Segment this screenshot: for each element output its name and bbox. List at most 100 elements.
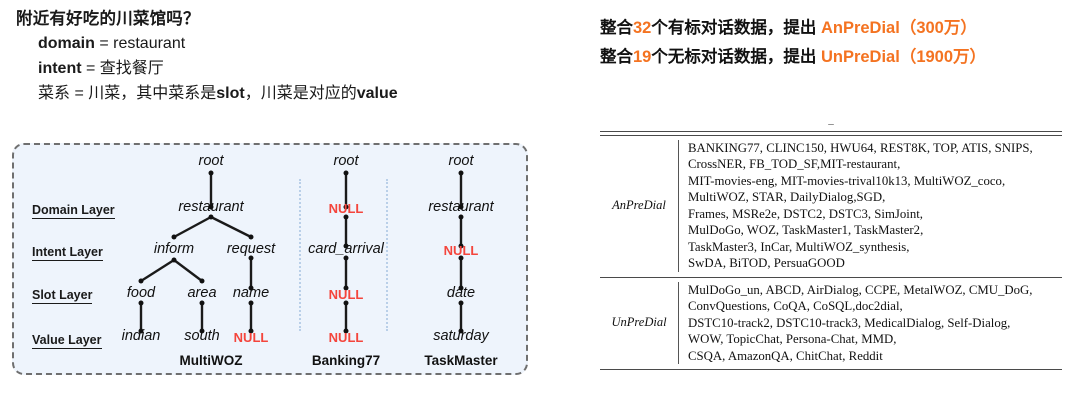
tree-node-dot — [199, 328, 205, 334]
layer-label-intent: Intent Layer — [32, 245, 103, 261]
dataset-caption-multiwoz: MultiWOZ — [179, 353, 243, 368]
headline-1-size: 300万 — [916, 19, 961, 37]
tree-node-root-multiwoz: root — [198, 153, 224, 169]
headline-2-count: 19 — [633, 47, 652, 66]
layer-label-slot: Slot Layer — [32, 288, 93, 304]
headline-1-paren-close: ） — [960, 19, 977, 37]
tree-node-dot — [343, 328, 349, 334]
tree-node-slot-name: name — [232, 285, 270, 301]
tree-node-dot — [248, 234, 254, 240]
tree-node-dot — [343, 204, 349, 210]
tree-node-dot — [138, 300, 144, 306]
tree-node-dot — [458, 214, 464, 220]
tree-node-dot — [199, 300, 205, 306]
tree-node-dot — [458, 328, 464, 334]
example-domain-line: domain = restaurant — [38, 32, 546, 57]
table-top-dash: – — [828, 118, 834, 130]
example-slot-text-pre: 菜系 = 川菜，其中菜系是 — [38, 84, 217, 102]
tree-separator-2 — [386, 179, 388, 331]
tree-node-dot — [458, 300, 464, 306]
table-row-label-unpredial: UnPreDial — [611, 315, 667, 330]
tree-node-value-null-banking77: NULL — [328, 330, 364, 345]
example-slot-keyword: slot — [216, 84, 245, 102]
tree-node-value-saturday: saturday — [433, 328, 489, 344]
layer-label-domain: Domain Layer — [32, 203, 115, 219]
example-intent-key: intent — [38, 59, 82, 77]
tree-node-dot — [343, 300, 349, 306]
layer-label-value: Value Layer — [32, 333, 102, 349]
tree-node-dot — [208, 214, 214, 220]
dataset-line: CrossNER, FB_TOD_SF,MIT-restaurant, — [688, 157, 901, 171]
tree-node-slot-food: food — [126, 285, 156, 301]
tree-node-dot — [248, 300, 254, 306]
tree-node-intent-request: request — [226, 241, 276, 257]
tree-node-dot — [208, 170, 214, 176]
headline-1-name: AnPreDial — [820, 19, 900, 37]
example-value-keyword: value — [356, 84, 398, 102]
dataset-line: Frames, MSRe2e, DSTC2, DSTC3, SimJoint, — [688, 206, 923, 221]
table-rule-bottom — [600, 369, 1062, 370]
table-row-label-anpredial: AnPreDial — [612, 198, 666, 212]
example-annotation-block: 附近有好吃的川菜馆吗？ domain = restaurant intent =… — [16, 8, 546, 106]
tree-node-slot-null-banking77: NULL — [328, 287, 364, 302]
example-intent-value: = 查找餐厅 — [81, 59, 164, 77]
tree-node-dot — [248, 328, 254, 334]
headline-2-paren-open: （ — [899, 47, 917, 66]
example-slot-text-mid: ，川菜是对应的 — [244, 84, 357, 102]
table-row-cells-unpredial: MulDoGo_un, ABCD, AirDialog, CCPE, Metal… — [678, 281, 1062, 364]
tree-node-dot — [458, 285, 464, 291]
dataset-line: BANKING77, CLINC150, HWU64, REST8K, TOP,… — [688, 140, 1033, 155]
headline-1-prefix: 整合 — [600, 19, 633, 37]
right-panel: 整合32个有标对话数据，提出 AnPreDial（300万） 整合19个无标对话… — [560, 0, 1080, 405]
dataset-line: MulDoGo, WOZ, TaskMaster1, TaskMaster2, — [688, 223, 924, 237]
tree-node-dot — [343, 255, 349, 261]
tree-node-dot — [458, 243, 464, 249]
left-panel: 附近有好吃的川菜馆吗？ domain = restaurant intent =… — [12, 8, 546, 375]
dataset-line: ConvQuestions, CoQA, CoSQL,doc2dial, — [688, 299, 903, 313]
tree-node-dot — [458, 170, 464, 176]
headline-2-mid: 个无标对话数据，提出 — [651, 47, 821, 66]
tree-node-dot — [343, 214, 349, 220]
tree-node-domain-null-banking77: NULL — [328, 201, 364, 216]
headline-1-mid: 个有标对话数据，提出 — [651, 19, 821, 37]
example-domain-value: = restaurant — [94, 34, 186, 52]
headline-1-paren-open: （ — [899, 19, 917, 37]
dataset-line: WOW, TopicChat, Persona-Chat, MMD, — [688, 332, 897, 346]
tree-node-intent-card-arrival: card_arrival — [308, 241, 384, 257]
tree-node-dot — [138, 328, 144, 334]
tree-node-dot — [208, 204, 214, 210]
tree-node-dot — [458, 204, 464, 210]
tree-node-value-null-multiwoz: NULL — [233, 330, 269, 345]
dataset-line: MultiWOZ, STAR, DailyDialog,SGD, — [688, 190, 886, 204]
dataset-line: MIT-movies-eng, MIT-movies-trival10k13, … — [688, 173, 1006, 188]
table-row-cells-anpredial: BANKING77, CLINC150, HWU64, REST8K, TOP,… — [678, 139, 1062, 272]
example-domain-key: domain — [38, 34, 95, 52]
tree-separator-1 — [299, 179, 301, 331]
table-rule-middle — [600, 276, 1062, 278]
ontology-tree-diagram: Domain Layer Intent Layer Slot Layer Val… — [12, 143, 528, 375]
tree-node-dot — [343, 243, 349, 249]
headline-2-size: 1900万 — [916, 47, 970, 66]
dataset-line: CSQA, AmazonQA, ChitChat, Reddit — [688, 348, 883, 363]
example-intent-line: intent = 查找餐厅 — [38, 57, 546, 82]
headline-2-paren-close: ） — [969, 47, 987, 66]
dataset-line: MulDoGo_un, ABCD, AirDialog, CCPE, Metal… — [688, 282, 1033, 297]
tree-node-intent-null-taskmaster: NULL — [443, 243, 479, 258]
headline-unpredial: 整合19个无标对话数据，提出 UnPreDial（1900万） — [600, 43, 1070, 72]
headline-1-count: 32 — [633, 19, 652, 37]
tree-node-domain-taskmaster: restaurant — [428, 199, 494, 215]
tree-node-slot-date: date — [446, 285, 476, 301]
dataset-line: DSTC10-track2, DSTC10-track3, MedicalDia… — [688, 315, 1011, 330]
dataset-line: TaskMaster3, InCar, MultiWOZ_synthesis, — [688, 239, 910, 254]
tree-edge-lines — [139, 173, 463, 331]
tree-node-value-indian: indian — [121, 328, 161, 344]
tree-node-intent-inform: inform — [153, 241, 195, 257]
tree-node-dot — [171, 257, 177, 263]
tree-node-dot — [199, 278, 205, 284]
tree-node-slot-area: area — [187, 285, 217, 301]
tree-node-dot — [248, 255, 254, 261]
tree-node-dot — [171, 234, 177, 240]
table-rule-top — [600, 131, 1062, 136]
dataset-caption-banking77: Banking77 — [311, 353, 381, 368]
